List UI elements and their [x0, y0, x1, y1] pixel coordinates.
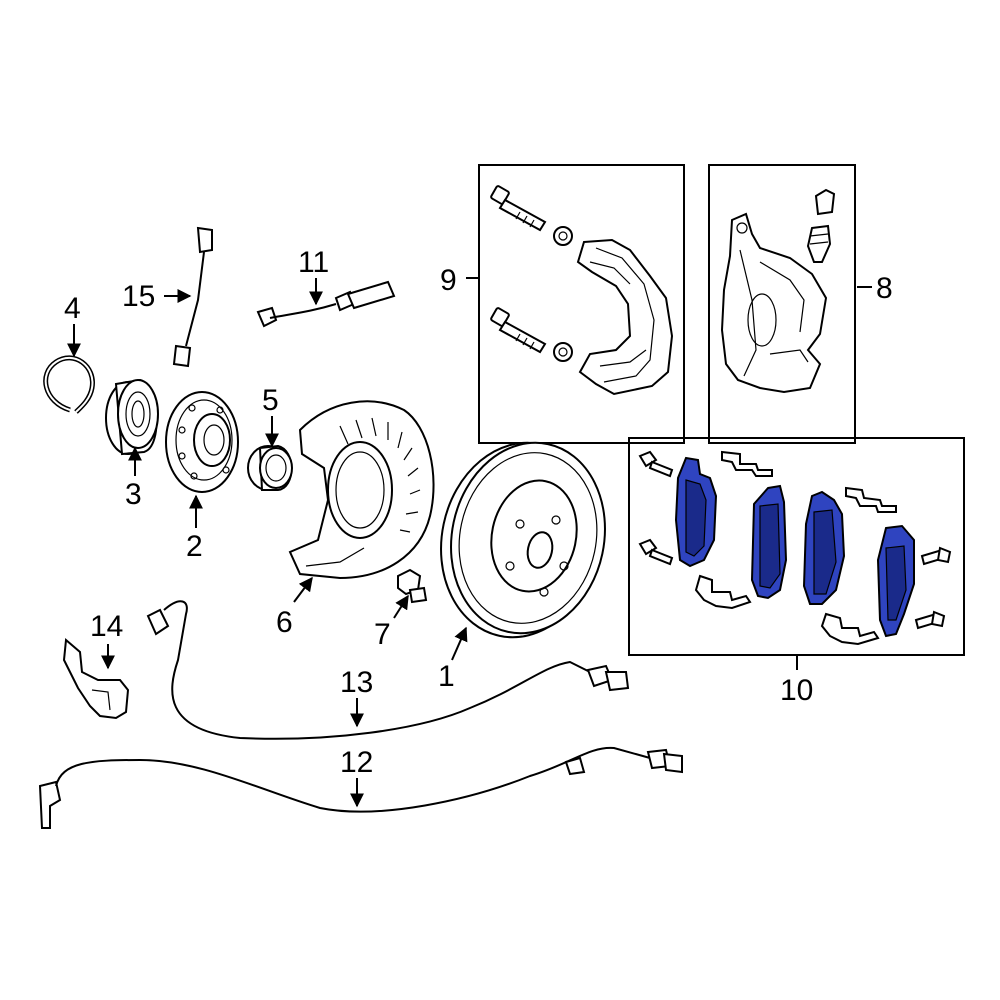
dust-seal	[247, 444, 293, 491]
callout-11: 11	[298, 246, 329, 279]
wheel-bearing	[105, 378, 159, 456]
callout-2: 2	[186, 530, 203, 563]
bleeder-screw	[806, 224, 832, 263]
bracket-washer-upper	[553, 226, 573, 246]
callout-3: 3	[125, 478, 142, 511]
abs-sensor-front	[146, 600, 630, 740]
callout-9: 9	[440, 264, 457, 297]
brake-pad-1	[674, 456, 718, 568]
callout-12: 12	[340, 746, 373, 779]
brake-rotor	[440, 441, 606, 639]
caliper-box	[708, 164, 856, 444]
wheel-hub	[165, 391, 239, 493]
leader-7	[393, 594, 409, 619]
callout-8: 8	[876, 272, 893, 305]
bracket-bolt-upper	[490, 185, 547, 232]
brake-pad-4	[876, 524, 915, 638]
guide-bolt-1	[638, 450, 674, 478]
brake-caliper	[720, 212, 828, 394]
caliper-bracket-group	[478, 164, 685, 444]
guide-bolt-4	[914, 610, 946, 630]
callout-7: 7	[374, 618, 391, 651]
callout-leaders	[67, 277, 872, 808]
pad-clip-4	[820, 612, 880, 646]
callout-4: 4	[64, 292, 81, 325]
callout-6: 6	[276, 606, 293, 639]
guide-bolt-3	[920, 546, 952, 566]
brake-hose-sensor-wire	[172, 226, 213, 368]
pad-clip-3	[694, 574, 752, 610]
sensor-bracket	[62, 637, 130, 720]
leader-6	[293, 576, 313, 603]
splash-shield	[288, 400, 435, 580]
brake-pad-2	[750, 484, 788, 600]
brake-pad-kit-group	[628, 437, 965, 656]
callout-1: 1	[438, 660, 455, 693]
shield-bolt	[397, 568, 428, 604]
pad-clip-2	[845, 486, 897, 513]
bleeder-cap	[814, 188, 836, 216]
callout-13: 13	[340, 666, 373, 699]
callout-5: 5	[262, 384, 279, 417]
caliper-group	[708, 164, 856, 444]
callout-14: 14	[90, 610, 123, 643]
caliper-bracket-box	[478, 164, 685, 444]
brake-pad-kit-box	[628, 437, 965, 656]
caliper-bracket	[576, 238, 674, 396]
callout-15: 15	[122, 280, 155, 313]
bracket-bolt-lower	[490, 307, 547, 354]
callout-labels: 1 2 3 4 5 6 7 8 9 10 11 12 13 14 15	[64, 246, 893, 779]
brake-pad-3	[802, 490, 846, 605]
callout-10: 10	[780, 674, 813, 707]
abs-sensor-rear	[38, 746, 683, 829]
bracket-washer-lower	[553, 342, 573, 362]
leader-1	[451, 626, 468, 661]
guide-bolt-2	[638, 538, 674, 566]
pad-clip-1	[721, 450, 773, 477]
snap-ring	[43, 355, 95, 414]
pad-wear-sensor	[256, 280, 396, 328]
